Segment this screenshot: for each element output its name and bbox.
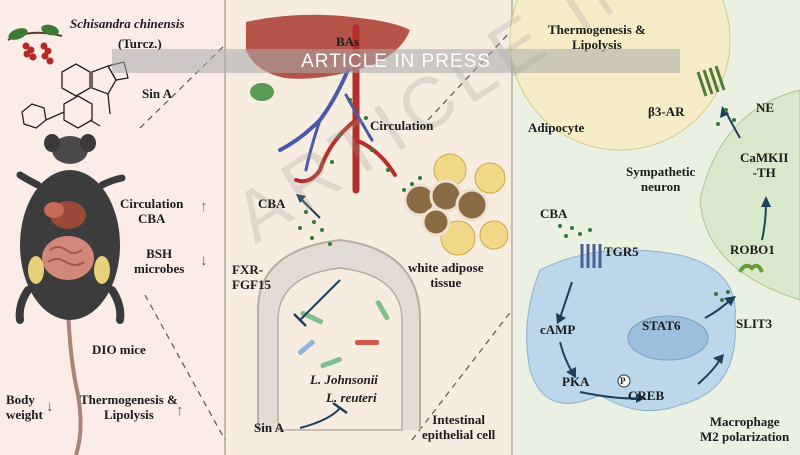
dio-mouse-icon xyxy=(15,134,126,455)
pka-label: PKA xyxy=(562,374,590,389)
circulation-cba-label: Circulation CBA xyxy=(120,196,184,226)
fxr-fgf15-label: FXR- FGF15 xyxy=(232,262,271,292)
tgr5-label: TGR5 xyxy=(604,244,639,259)
adipocyte-label: Adipocyte xyxy=(528,120,585,135)
intestinal-cell-label: Intestinal epithelial cell xyxy=(422,412,496,442)
body-weight-label: Body weight xyxy=(6,392,43,422)
sympathetic-neuron-icon xyxy=(699,89,800,301)
phospho-icon xyxy=(617,374,631,388)
plant-name-label: Schisandra chinensis xyxy=(70,16,185,31)
down-arrow-icon: ↓ xyxy=(46,399,54,415)
tgr5-receptor-icon xyxy=(580,244,602,268)
sin-a-structure-icon xyxy=(21,61,129,129)
dio-mice-label: DIO mice xyxy=(92,342,146,357)
slit3-label: SLIT3 xyxy=(736,316,773,331)
b3-ar-label: β3-AR xyxy=(648,104,685,119)
bacteria-l-reuteri-label: L. reuteri xyxy=(326,390,377,405)
banner-text: ARTICLE IN PRESS xyxy=(301,51,491,72)
up-arrow-icon: ↑ xyxy=(200,199,208,215)
macrophage-label: Macrophage M2 polarization xyxy=(700,414,790,444)
bacteria-l-johnsonii-label: L. Johnsonii xyxy=(310,372,378,387)
dashed-connector xyxy=(411,309,513,441)
bsh-microbes-label: BSH microbes xyxy=(134,246,185,276)
gallbladder-icon xyxy=(250,83,274,101)
schisandra-plant-icon xyxy=(7,24,63,65)
plant-sub-label: (Turcz.) xyxy=(118,36,162,51)
sin-a-label: Sin A xyxy=(142,86,172,101)
phospho-label: P xyxy=(620,376,626,386)
b3-ar-receptor-icon xyxy=(696,65,726,97)
up-arrow-icon: ↑ xyxy=(364,32,371,47)
cba-label-panel3: CBA xyxy=(540,206,568,221)
down-arrow-icon: ↓ xyxy=(200,253,208,269)
ne-label: NE xyxy=(756,100,775,115)
circulation-label: Circulation xyxy=(370,118,434,133)
robo1-label: ROBO1 xyxy=(730,242,775,257)
dashed-connector xyxy=(427,29,513,121)
white-adipose-tissue-icon xyxy=(403,153,509,256)
thermogenesis-label: Thermogenesis & Lipolysis xyxy=(80,392,178,422)
adipocyte-cell-icon xyxy=(509,0,731,151)
creb-label: CREB xyxy=(628,388,665,403)
wat-label: white adipose tissue xyxy=(408,260,484,290)
stat6-label: STAT6 xyxy=(642,318,681,333)
bile-acid-dots xyxy=(298,98,736,302)
camkii-th-label: CaMKII -TH xyxy=(740,150,789,180)
sin-a-inhibitor-label: Sin A xyxy=(254,420,284,435)
robo1-receptor-icon xyxy=(738,263,764,273)
nucleus-icon xyxy=(627,315,709,361)
up-arrow-icon: ↑ xyxy=(176,403,184,419)
cba-label: CBA xyxy=(258,196,286,211)
article-in-press-banner: ARTICLE IN PRESS xyxy=(112,49,680,73)
inhibit-arrow xyxy=(299,279,341,321)
thermogenesis-lipolysis-label: Thermogenesis & Lipolysis xyxy=(548,22,646,52)
sympathetic-neuron-label: Sympathetic neuron xyxy=(626,164,696,194)
arrow xyxy=(299,197,321,219)
bas-label: BAs xyxy=(336,34,360,49)
intestinal-epithelium-icon xyxy=(257,238,421,431)
dashed-connector xyxy=(144,294,226,441)
camp-label: cAMP xyxy=(540,322,576,337)
inhibit-arrow xyxy=(299,407,341,429)
